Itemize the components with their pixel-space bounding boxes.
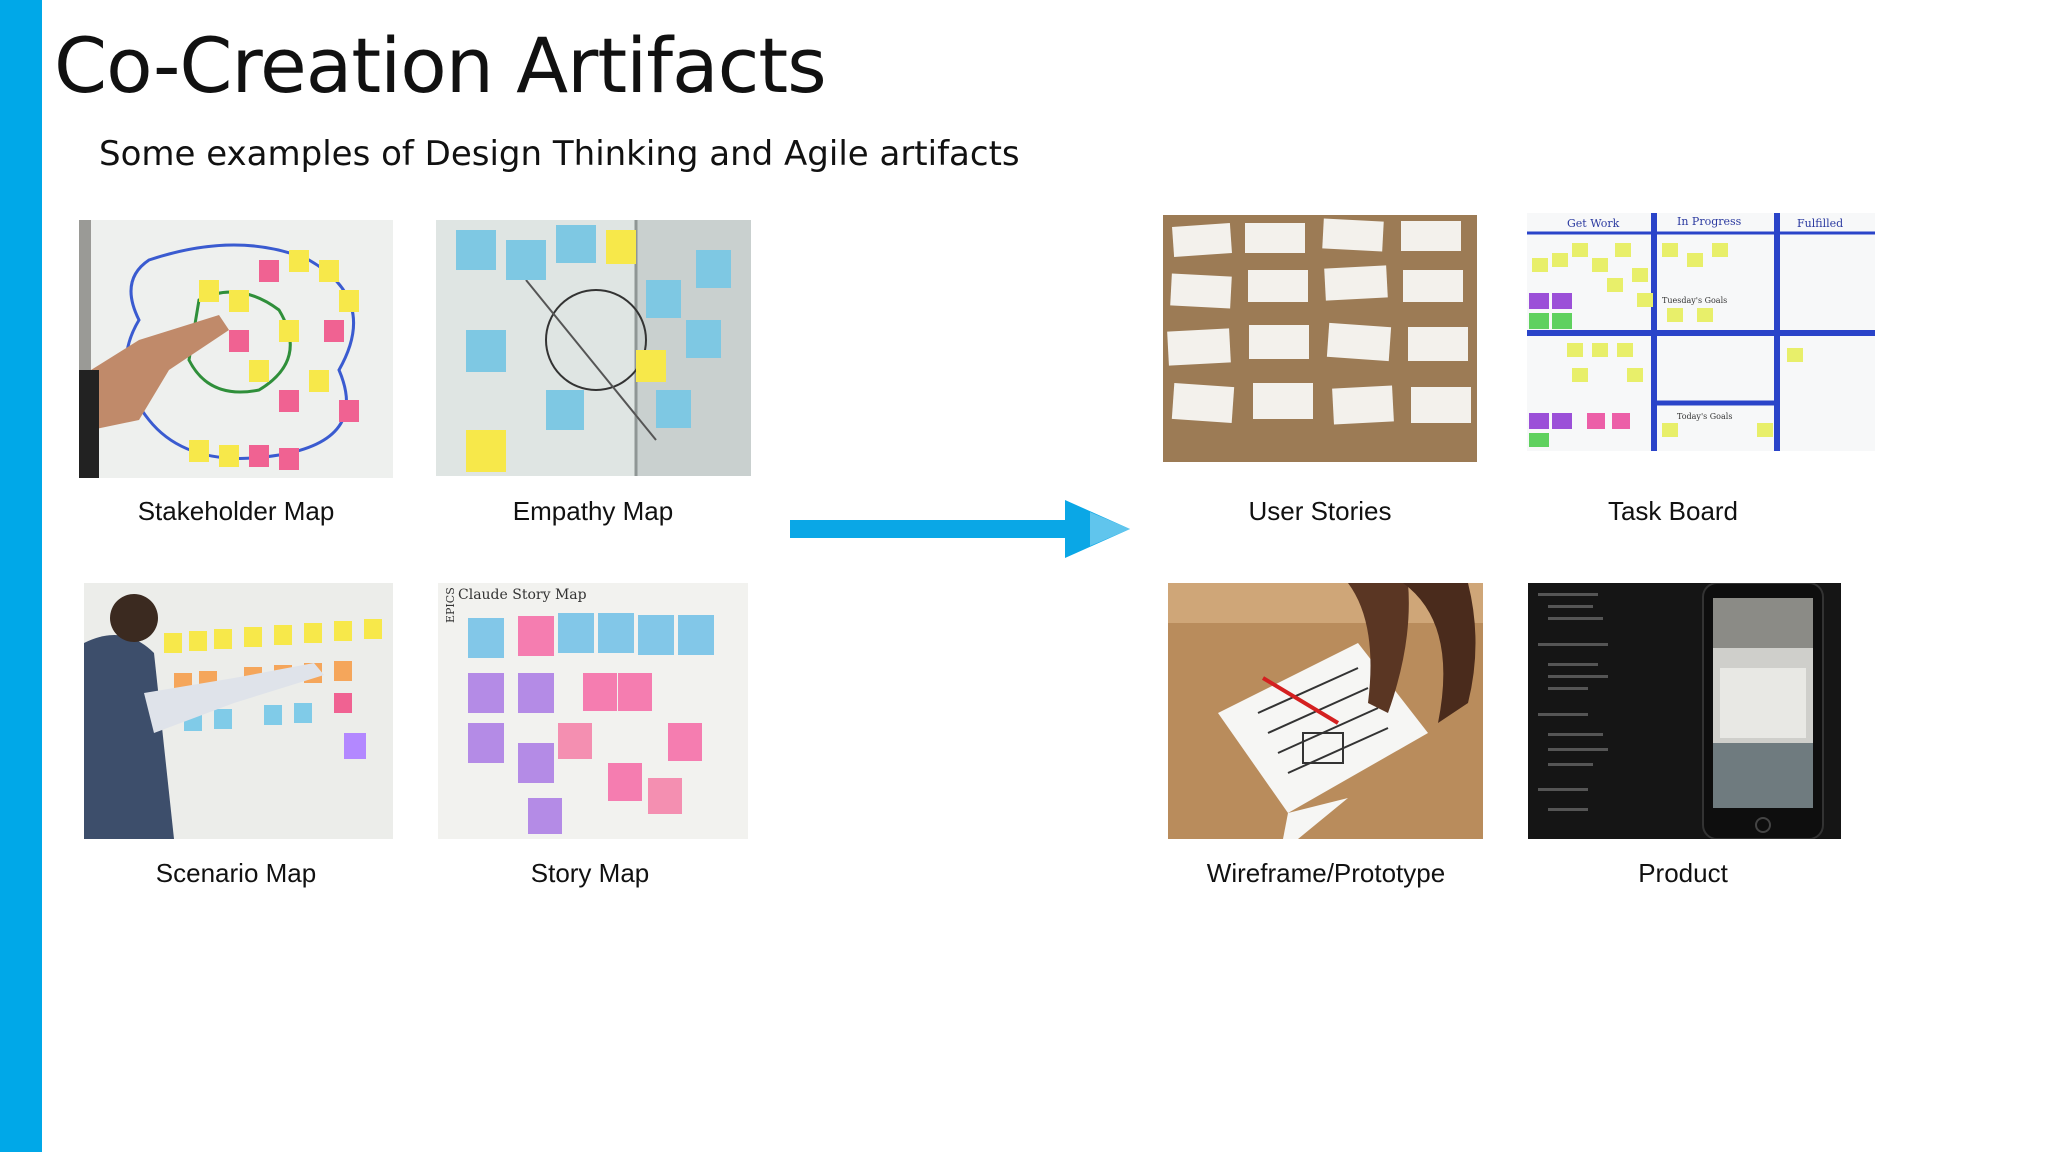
task-board-row-today: Today's Goals <box>1677 412 1732 421</box>
scenario-map-photo <box>84 583 393 839</box>
scenario-map-caption: Scenario Map <box>155 858 317 888</box>
story-map-photo: Claude Story Map EPICS <box>438 583 748 839</box>
wireframe-prototype-photo <box>1168 583 1483 839</box>
task-board-column-fulfilled: Fulfilled <box>1797 217 1843 230</box>
task-board-column-in-progress: In Progress <box>1677 215 1742 228</box>
story-map-handwriting: Claude Story Map <box>458 587 587 603</box>
empathy-map-caption: Empathy Map <box>512 496 674 526</box>
story-map-side-label: EPICS <box>444 587 457 623</box>
task-board-caption: Task Board <box>1607 496 1739 526</box>
accent-bar <box>0 0 42 1152</box>
user-stories-photo <box>1163 215 1477 462</box>
empathy-map-photo <box>436 220 751 476</box>
story-map-caption: Story Map <box>530 858 650 888</box>
task-board-column-get-work: Get Work <box>1567 217 1620 230</box>
task-board-row-tuesday: Tuesday's Goals <box>1662 296 1727 305</box>
slide-subtitle: Some examples of Design Thinking and Agi… <box>99 134 1020 174</box>
arrow-right-icon <box>790 500 1130 560</box>
user-stories-caption: User Stories <box>1248 496 1392 526</box>
task-board-photo: Get Work In Progress Fulfilled Tuesday's… <box>1527 213 1875 451</box>
wireframe-prototype-caption: Wireframe/Prototype <box>1206 858 1446 888</box>
product-photo <box>1528 583 1841 839</box>
slide-title: Co-Creation Artifacts <box>54 21 827 110</box>
stakeholder-map-photo <box>79 220 393 478</box>
stakeholder-map-caption: Stakeholder Map <box>137 496 335 526</box>
product-caption: Product <box>1638 858 1728 888</box>
